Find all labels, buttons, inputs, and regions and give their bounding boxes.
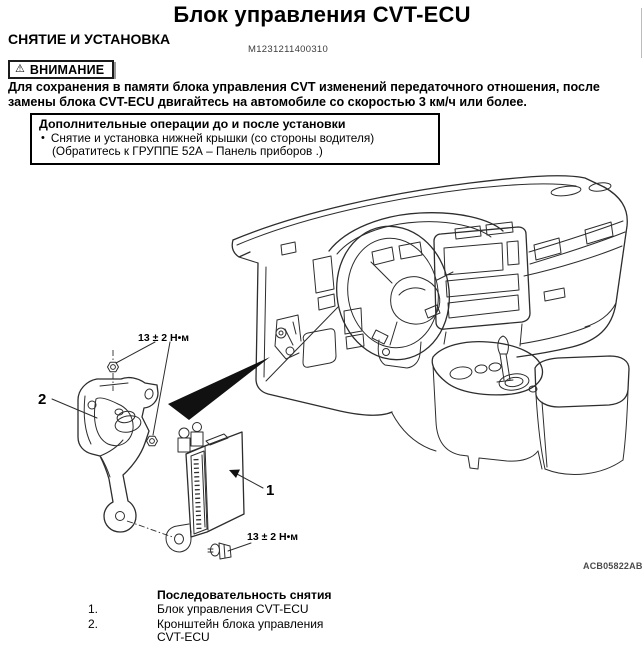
page-title: Блок управления CVT-ECU [173, 2, 471, 27]
legend-item-1-number: 1. [88, 602, 99, 616]
bracket-nut-side [146, 435, 158, 447]
warning-text: Для сохранения в памяти блока управления… [8, 80, 630, 110]
center-stack [433, 221, 531, 330]
section-heading: СНЯТИЕ И УСТАНОВКА [8, 31, 171, 47]
callout-number-1: 1 [266, 482, 274, 499]
center-console [391, 323, 630, 475]
warning-text-line1: Для сохранения в памяти блока управления… [8, 80, 600, 94]
legend-item-2-label-line2: CVT-ECU [157, 630, 210, 644]
torque-label-bottom: 13 ± 2 Н•м [247, 531, 298, 543]
pre-post-item-reference: (Обратитесь к ГРУППЕ 52А – Панель прибор… [52, 144, 323, 158]
ecu-bracket-part [77, 350, 174, 538]
callout-leaders [51, 341, 264, 552]
ecu-bolt [207, 542, 232, 560]
cvt-ecu-part [165, 422, 245, 560]
warning-triangle-icon: ⚠ [15, 63, 25, 75]
scan-edge-artifact [641, 8, 642, 58]
legend-title: Последовательность снятия [157, 588, 332, 602]
pre-post-title: Дополнительные операции до и после устан… [39, 117, 346, 131]
callout-number-2: 2 [38, 391, 46, 408]
warning-text-line2: замены блока CVT-ECU двигайтесь на автом… [8, 95, 527, 109]
legend-item-2-label: Кронштейн блока управления [157, 617, 324, 631]
bullet-icon: • [41, 132, 45, 144]
bracket-nut-top [107, 361, 119, 373]
pre-post-item: Снятие и установка нижней крышки (со сто… [50, 131, 375, 145]
dashboard-line-art [231, 175, 630, 475]
warning-badge: ⚠ ВНИМАНИЕ [8, 60, 115, 79]
figure-code: ACB05822AB [583, 561, 643, 571]
warning-label: ВНИМАНИЕ [29, 62, 105, 77]
ecu-mount-location-detail [274, 314, 302, 360]
location-arrow [168, 357, 270, 420]
legend-item-2-number: 2. [88, 617, 99, 631]
legend-item-1-label: Блок управления CVT-ECU [157, 602, 309, 616]
pre-post-operations-box: Дополнительные операции до и после устан… [30, 113, 440, 165]
doc-number: M1231211400310 [248, 44, 329, 55]
steering-wheel [335, 225, 454, 361]
torque-label-top: 13 ± 2 Н•м [138, 332, 189, 344]
